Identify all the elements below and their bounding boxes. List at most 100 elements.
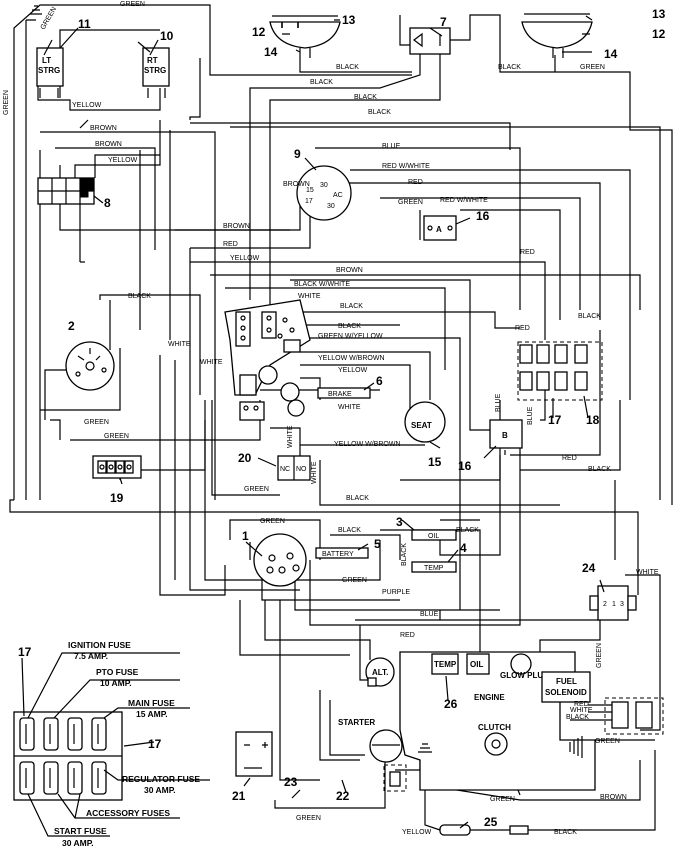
lt-strg-label-2: STRG	[38, 66, 60, 75]
wire-label: BLACK	[554, 829, 577, 836]
wire-label: GREEN	[490, 796, 515, 803]
lt-strg-label-1: LT	[42, 56, 51, 65]
callout-21: 21	[232, 789, 246, 803]
wire-label: BLACK	[338, 323, 361, 330]
steering-connector	[37, 177, 95, 205]
main-fuse-label: MAIN FUSE	[128, 698, 175, 708]
alt-label: ALT.	[372, 668, 388, 677]
hour-meter	[92, 455, 142, 479]
wire-label: BLUE	[527, 406, 534, 425]
wire-label: BLACK	[354, 94, 377, 101]
accessory-fuses-label: ACCESSORY FUSES	[86, 808, 170, 818]
wire-label: GREEN	[580, 64, 605, 71]
right-steering-switch: RT STRG	[142, 39, 170, 98]
key-switch	[253, 533, 307, 587]
pto-fuse-label: PTO FUSE	[96, 667, 139, 677]
brake-label: BRAKE	[328, 391, 352, 398]
fuel-label-2: SOLENOID	[545, 688, 587, 697]
wire-label: BLACK	[310, 79, 333, 86]
alternator: ALT.	[365, 657, 395, 687]
wire-label: GREEN	[244, 486, 269, 493]
wire-label: RED W/WHITE	[440, 197, 488, 204]
wire-label: YELLOW W/BROWN	[318, 355, 385, 362]
engine-label: ENGINE	[474, 693, 505, 702]
ground-triangle	[418, 743, 432, 753]
ign-terminal-30b: 30	[327, 203, 335, 210]
fuel-connector	[604, 697, 664, 735]
callout-19: 19	[110, 491, 124, 505]
wire-label: BLACK	[338, 527, 361, 534]
wire-label: GREEN	[596, 643, 603, 668]
callout-6: 6	[376, 374, 383, 388]
battery-indicator: BATTERY	[315, 547, 369, 559]
wire-label: GREEN	[84, 419, 109, 426]
ignition-fuse-label: IGNITION FUSE	[68, 640, 131, 650]
start-fuse-label: START FUSE	[54, 826, 107, 836]
callout-1: 1	[242, 529, 249, 543]
wire-label: BROWN	[283, 181, 310, 188]
relay-b-label: B	[502, 431, 508, 440]
glow-plug-label: GLOW PLUG	[500, 671, 549, 680]
wire-label: BLACK	[578, 313, 601, 320]
callout-16: 16	[476, 209, 490, 223]
wire-label: RED	[520, 249, 535, 256]
callout-4: 4	[460, 541, 467, 555]
wire-label: YELLOW	[72, 102, 102, 109]
callout-23: 23	[284, 775, 298, 789]
wire-label: WHITE	[287, 425, 294, 448]
relay-a-label: A	[436, 225, 442, 234]
pto-switch	[65, 341, 115, 391]
battery	[235, 731, 273, 777]
headlight-relay	[409, 27, 451, 55]
wire-label: YELLOW	[338, 367, 368, 374]
headlight-left	[269, 15, 341, 58]
callout-9: 9	[294, 147, 301, 161]
relay-b: B	[489, 419, 523, 449]
wire-label: GREEN W/YELLOW	[318, 333, 383, 340]
svg-text:3: 3	[620, 601, 624, 608]
wire-label: BLACK	[401, 543, 408, 566]
starter: STARTER	[338, 718, 407, 792]
wire-label: RED	[562, 455, 577, 462]
wire-label: BLACK	[340, 303, 363, 310]
seat-switch: SEAT	[404, 401, 446, 443]
wire-label: WHITE	[200, 359, 223, 366]
wire-label: BLACK	[456, 527, 479, 534]
regulator-fuse-amp: 30 AMP.	[144, 785, 176, 795]
callout-26: 26	[444, 697, 458, 711]
callout-22: 22	[336, 789, 350, 803]
callout-8: 8	[104, 196, 111, 210]
fuse-block	[13, 652, 210, 837]
wire-label: YELLOW	[402, 829, 432, 836]
pto-fuse-amp: 10 AMP.	[100, 678, 132, 688]
fuel-label-1: FUEL	[556, 677, 577, 686]
wire-label: BLACK	[498, 64, 521, 71]
wire-label: GREEN	[120, 1, 145, 8]
callout-24: 24	[582, 561, 596, 575]
wire-label: GREEN	[260, 518, 285, 525]
svg-text:1: 1	[612, 601, 616, 608]
wire-label: YELLOW	[230, 255, 260, 262]
seat-label: SEAT	[411, 421, 432, 430]
wire-label: BLUE	[495, 393, 502, 412]
headlight-right	[521, 13, 593, 58]
brake-switch: BRAKE	[317, 387, 371, 399]
wire-label: BLACK	[346, 495, 369, 502]
wire-label: PURPLE	[382, 589, 410, 596]
left-steering-switch: LT STRG	[36, 39, 64, 98]
fuel-solenoid: FUEL SOLENOID	[541, 671, 591, 703]
ignition-fuse-amp: 7.5 AMP.	[74, 651, 108, 661]
callout-18: 18	[586, 413, 600, 427]
callout-17-fuse: 17	[18, 645, 32, 659]
wire-label: WHITE	[168, 341, 191, 348]
callout-17: 17	[548, 413, 562, 427]
wire-label: WHITE	[636, 569, 659, 576]
wire-label: BROWN	[223, 223, 250, 230]
nc-no-switch: NC NO	[277, 455, 311, 481]
callout-11: 11	[78, 17, 91, 31]
oil-sender: OIL	[466, 653, 490, 675]
oil-indicator-label: OIL	[428, 533, 439, 540]
callout-13: 13	[342, 13, 356, 27]
wire-label: GREEN	[3, 90, 10, 115]
